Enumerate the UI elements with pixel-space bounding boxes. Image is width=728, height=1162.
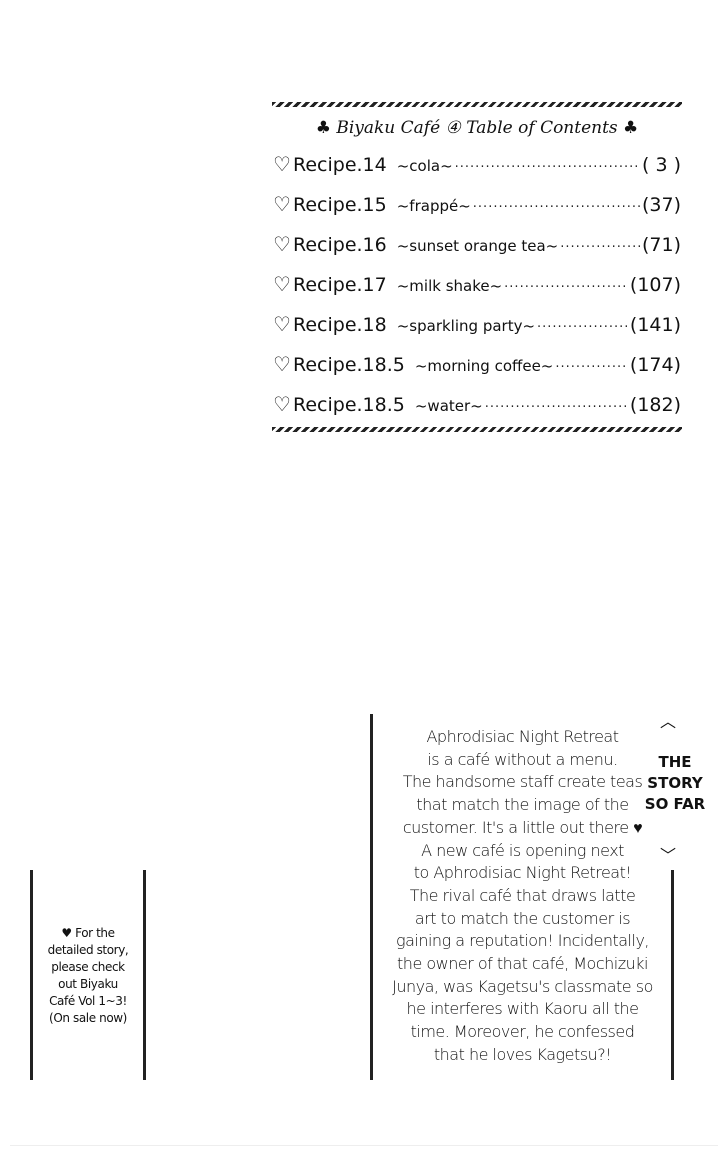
story-line: art to match the customer is [414, 908, 631, 928]
story-left-line [370, 714, 373, 1080]
recipe-number: Recipe.18.5 [293, 354, 405, 376]
story-line: gaining a reputation! Incidentally, [395, 931, 650, 951]
story-line: to Aphrodisiac Night Retreat! [413, 863, 632, 883]
toc-entry: ♡Recipe.14 ~cola~ ( 3 ) [273, 152, 681, 178]
story-line: the owner of that café, Mochizuki [397, 954, 648, 974]
dot-leader [455, 160, 640, 175]
heading-line: THE [658, 753, 692, 771]
note-left-line [30, 870, 33, 1080]
page-bottom-edge [10, 1145, 718, 1146]
story-line: time. Moreover, he confessed [410, 1022, 635, 1042]
recipe-subtitle: ~cola~ [396, 157, 453, 175]
dot-leader [504, 280, 628, 295]
story-so-far-heading: THE STORY SO FAR [642, 752, 708, 815]
heading-line: SO FAR [644, 795, 706, 813]
note-line: please check [51, 960, 125, 974]
note-line: detailed story, [47, 943, 129, 957]
recipe-number: Recipe.18.5 [293, 394, 405, 416]
dot-leader [560, 240, 640, 255]
story-line: customer. It's a little out there ♥ [402, 817, 643, 837]
story-right-line [671, 870, 674, 1080]
recipe-subtitle: ~sunset orange tea~ [396, 237, 559, 255]
heart-outline-icon: ♡ [273, 272, 291, 296]
note-line: (On sale now) [49, 1011, 127, 1025]
recipe-subtitle: ~water~ [414, 397, 483, 415]
recipe-number: Recipe.17 [293, 274, 387, 296]
page-number: (71) [641, 234, 681, 256]
chevron-up-icon: ︿ [660, 712, 677, 731]
page-number: (107) [629, 274, 681, 296]
page-number: (37) [641, 194, 681, 216]
heart-outline-icon: ♡ [273, 352, 291, 376]
story-line: The rival café that draws latte [409, 885, 636, 905]
recipe-subtitle: ~frappé~ [396, 197, 471, 215]
volume-note: ♥ For the detailed story, please check out … [36, 925, 140, 1027]
toc-entry: ♡Recipe.16 ~sunset orange tea~ (71) [273, 232, 681, 258]
story-line: is a café without a menu. [427, 749, 618, 769]
toc-entry: ♡Recipe.15 ~frappé~ (37) [273, 192, 681, 218]
story-line: that match the image of the [416, 795, 629, 815]
story-line: Junya, was Kagetsu's classmate so [392, 976, 653, 996]
recipe-number: Recipe.18 [293, 314, 387, 336]
dot-leader [473, 200, 640, 215]
recipe-number: Recipe.14 [293, 154, 387, 176]
note-line: Café Vol 1~3! [49, 994, 127, 1008]
toc-bottom-border [272, 427, 682, 432]
toc-title: ♣ Biyaku Café ④ Table of Contents ♣ [315, 118, 639, 138]
story-line: he interferes with Kaoru all the [406, 999, 640, 1019]
note-line: ♥ For the [61, 926, 115, 940]
dot-leader [537, 320, 628, 335]
recipe-number: Recipe.16 [293, 234, 387, 256]
toc-entry: ♡Recipe.17 ~milk shake~ (107) [273, 272, 681, 298]
story-line: A new café is opening next [421, 840, 624, 860]
story-line: that he loves Kagetsu?! [433, 1044, 612, 1064]
page-number: (141) [629, 314, 681, 336]
heading-line: STORY [647, 774, 703, 792]
toc-entry: ♡Recipe.18.5 ~water~ (182) [273, 392, 681, 418]
story-line: The handsome staff create teas [402, 772, 643, 792]
note-line: out Biyaku [58, 977, 118, 991]
heart-outline-icon: ♡ [273, 232, 291, 256]
page-number: (182) [629, 394, 681, 416]
heart-outline-icon: ♡ [273, 312, 291, 336]
toc-top-border [272, 102, 682, 107]
heart-outline-icon: ♡ [273, 392, 291, 416]
heart-outline-icon: ♡ [273, 152, 291, 176]
chevron-down-icon: ﹀ [660, 846, 677, 865]
dot-leader [555, 360, 628, 375]
recipe-subtitle: ~milk shake~ [396, 277, 503, 295]
story-so-far-text: Aphrodisiac Night Retreat is a café witho… [385, 726, 660, 1067]
toc-entry: ♡Recipe.18.5 ~morning coffee~ (174) [273, 352, 681, 378]
toc-entry: ♡Recipe.18 ~sparkling party~ (141) [273, 312, 681, 338]
recipe-subtitle: ~morning coffee~ [414, 357, 554, 375]
recipe-subtitle: ~sparkling party~ [396, 317, 536, 335]
page-number: (174) [629, 354, 681, 376]
story-line: Aphrodisiac Night Retreat [426, 727, 619, 746]
dot-leader [485, 400, 628, 415]
recipe-number: Recipe.15 [293, 194, 387, 216]
page-number: ( 3 ) [642, 154, 681, 176]
note-right-line [143, 870, 146, 1080]
heart-outline-icon: ♡ [273, 192, 291, 216]
